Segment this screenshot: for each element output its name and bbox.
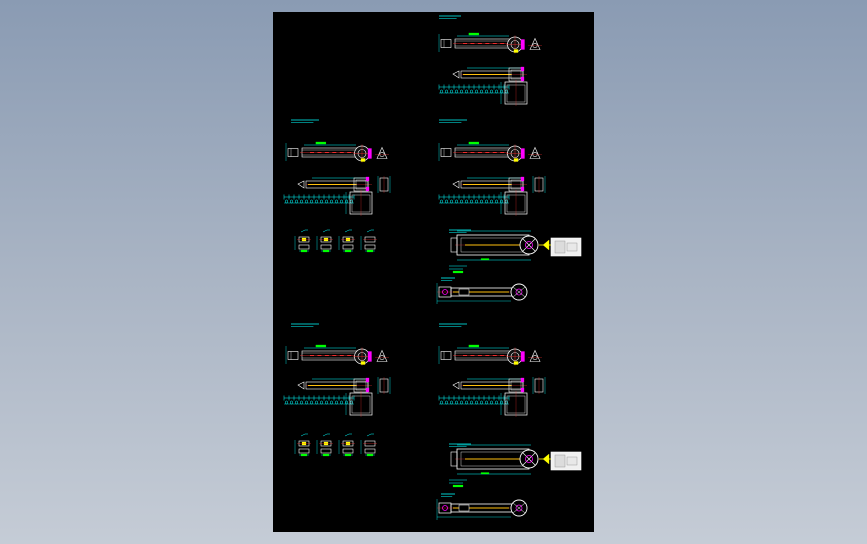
assembly-2 bbox=[449, 443, 582, 488]
actuator-bottom-3 bbox=[438, 176, 546, 216]
rod-assembly-2 bbox=[436, 493, 528, 520]
actuator-bottom-1 bbox=[438, 66, 528, 106]
block-lower-left bbox=[291, 323, 319, 327]
actuator-top-2 bbox=[285, 141, 389, 163]
details-1 bbox=[294, 229, 377, 253]
actuator-top-5 bbox=[438, 344, 542, 366]
actuator-bottom-5 bbox=[438, 377, 546, 417]
details-2 bbox=[294, 433, 377, 457]
actuator-top-1 bbox=[438, 32, 542, 54]
cad-drawing bbox=[283, 15, 582, 520]
block-upper-left bbox=[291, 119, 319, 123]
actuator-bottom-2 bbox=[283, 176, 391, 216]
actuator-top-4 bbox=[285, 344, 389, 366]
block-top-right bbox=[439, 15, 461, 19]
block-lower-right bbox=[439, 323, 467, 327]
actuator-top-3 bbox=[438, 141, 542, 163]
drawing-sheet[interactable] bbox=[273, 12, 594, 532]
block-upper-right bbox=[439, 119, 467, 123]
actuator-bottom-4 bbox=[283, 377, 391, 417]
rod-assembly-1 bbox=[436, 277, 528, 304]
assembly-1 bbox=[449, 229, 582, 274]
